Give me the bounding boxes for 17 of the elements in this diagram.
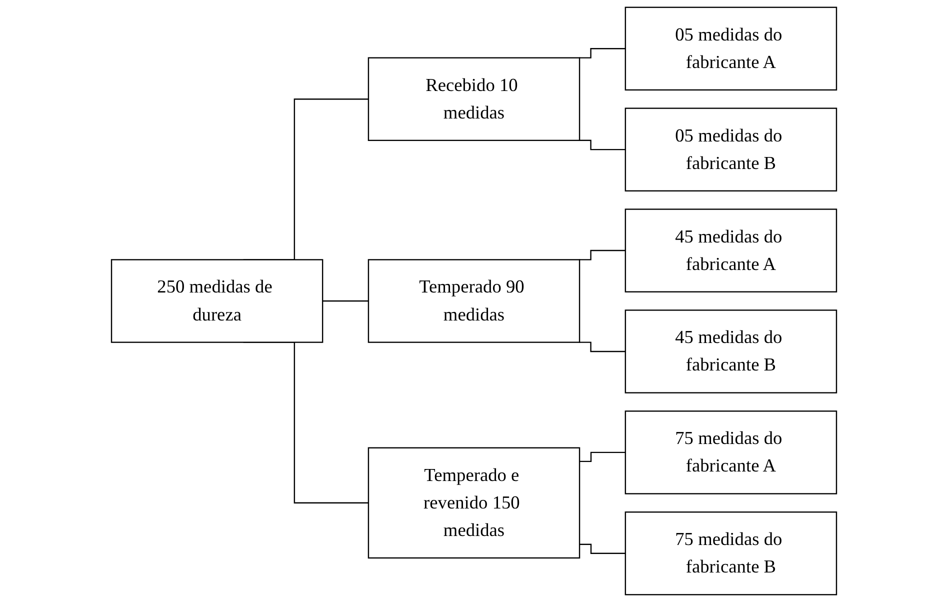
node-box: 75 medidas do fabricante A — [624, 410, 838, 494]
connector — [580, 544, 626, 554]
node-box: 05 medidas do fabricante B — [624, 108, 838, 192]
node-box: 45 medidas do fabricante A — [624, 208, 838, 292]
node-box: 05 medidas do fabricante A — [624, 6, 838, 91]
node-box: 45 medidas do fabricante B — [624, 310, 838, 394]
connector — [579, 250, 626, 260]
connector — [580, 452, 626, 462]
connector — [579, 140, 626, 150]
node-box: 250 medidas de dureza — [110, 259, 324, 343]
node-box: Temperado e revenido 150 medidas — [368, 447, 580, 559]
connector — [579, 342, 626, 352]
connector — [322, 300, 368, 302]
node-box: Recebido 10 medidas — [368, 57, 580, 141]
connector — [579, 48, 626, 58]
node-box: 75 medidas do fabricante B — [624, 511, 838, 596]
node-box: Temperado 90 medidas — [368, 259, 580, 343]
